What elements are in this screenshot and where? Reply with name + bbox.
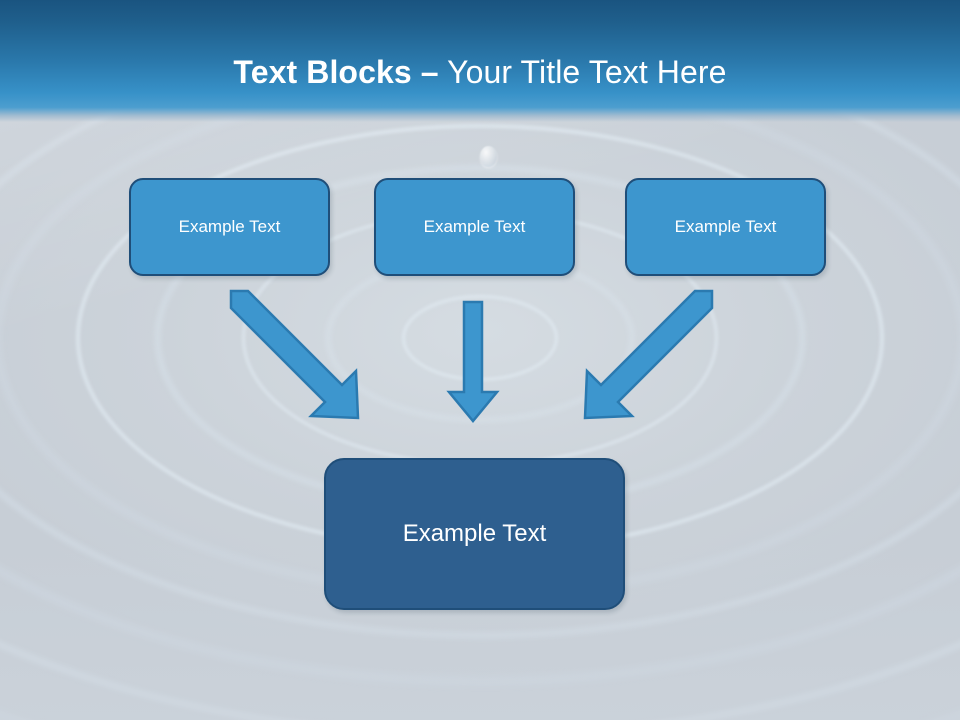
page-title-bold: Text Blocks – xyxy=(233,54,439,90)
text-block-2-label: Example Text xyxy=(423,217,526,236)
text-block-result[interactable]: Example Text xyxy=(324,458,625,610)
title-banner xyxy=(0,0,960,122)
text-block-3[interactable]: Example Text xyxy=(625,178,826,276)
text-block-1-label: Example Text xyxy=(178,217,281,236)
text-block-1[interactable]: Example Text xyxy=(129,178,330,276)
text-block-2[interactable]: Example Text xyxy=(374,178,575,276)
water-droplet xyxy=(480,146,497,167)
text-block-3-label: Example Text xyxy=(674,217,777,236)
text-block-result-label: Example Text xyxy=(402,520,547,547)
page-title: Text Blocks – Your Title Text Here xyxy=(0,52,960,92)
page-title-regular: Your Title Text Here xyxy=(438,54,727,90)
